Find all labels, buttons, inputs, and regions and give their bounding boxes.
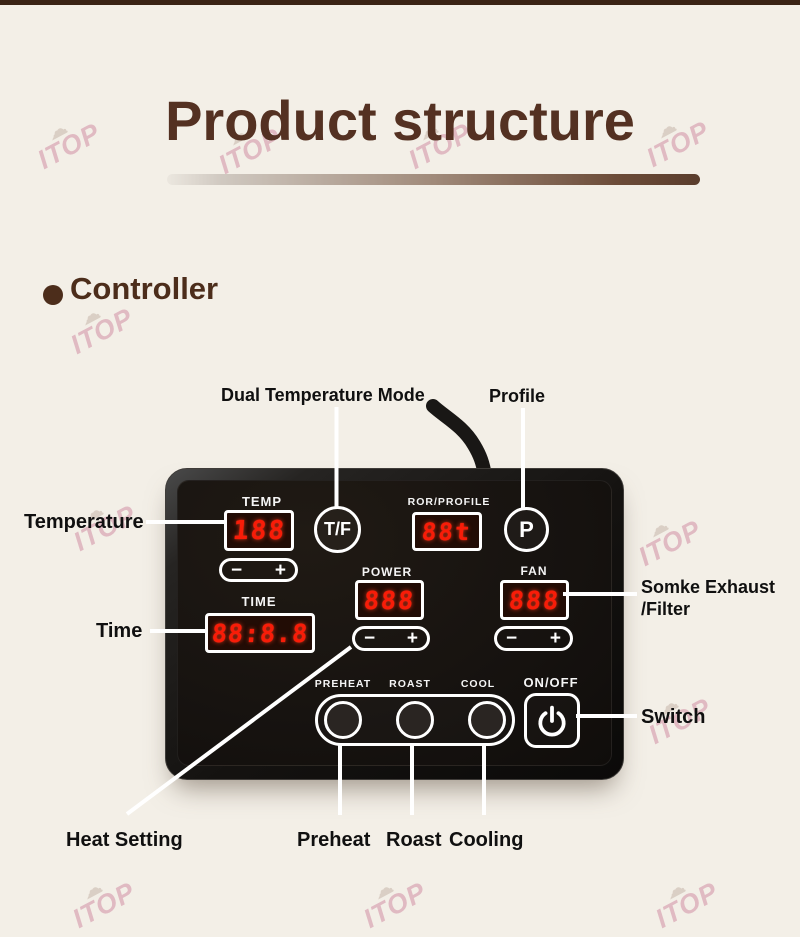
temp-display-value: 188 xyxy=(231,515,287,546)
itop-watermark: ☁ITOP xyxy=(643,861,724,935)
time-display-value: 88:8.8 xyxy=(210,618,310,648)
controller-panel-face: TEMP 188 T/F ROR/PROFILE 88t P − + POWER… xyxy=(177,480,612,766)
controller-panel: TEMP 188 T/F ROR/PROFILE 88t P − + POWER… xyxy=(165,468,624,780)
label-heat-setting: Heat Setting xyxy=(66,829,183,851)
itop-watermark: ☁ITOP xyxy=(60,861,141,935)
chef-hat-icon: ☁ xyxy=(644,513,673,543)
temp-adjust-pill: − + xyxy=(219,558,298,582)
chef-hat-icon: ☁ xyxy=(369,875,398,905)
power-icon xyxy=(538,705,566,736)
label-profile: Profile xyxy=(489,386,546,406)
section-title: Controller xyxy=(70,271,219,306)
temp-minus-button[interactable]: − xyxy=(231,559,243,581)
temp-label: TEMP xyxy=(241,494,283,509)
fan-minus-button[interactable]: − xyxy=(506,628,518,649)
time-display: 88:8.8 xyxy=(205,613,315,653)
tf-button[interactable]: T/F xyxy=(314,506,361,553)
preheat-label: PREHEAT xyxy=(314,678,372,690)
ror-profile-display-value: 88t xyxy=(421,517,473,546)
label-switch: Switch xyxy=(641,706,706,728)
ror-profile-display: 88t xyxy=(412,512,482,551)
label-cooling: Cooling xyxy=(449,829,524,851)
section-bullet xyxy=(43,285,63,305)
fan-plus-button[interactable]: + xyxy=(549,628,561,649)
page-title: Product structure xyxy=(165,89,635,152)
onoff-label: ON/OFF xyxy=(523,675,579,690)
cool-label: COOL xyxy=(460,678,496,690)
label-time: Time xyxy=(96,620,143,642)
label-smoke-exhaust-line2: /Filter xyxy=(641,599,691,619)
power-minus-button[interactable]: − xyxy=(364,628,376,649)
profile-button[interactable]: P xyxy=(504,507,549,552)
roast-label: ROAST xyxy=(389,678,431,690)
label-preheat: Preheat xyxy=(297,829,371,851)
power-display: 888 xyxy=(355,580,424,620)
power-adjust-pill: − + xyxy=(352,626,430,651)
itop-watermark: ☁ITOP xyxy=(351,861,432,935)
itop-watermark: ☁ITOP xyxy=(626,499,707,573)
preheat-button[interactable] xyxy=(324,701,362,739)
temp-display: 188 xyxy=(224,510,294,551)
title-underline xyxy=(167,174,700,185)
time-label: TIME xyxy=(241,594,277,609)
label-temperature: Temperature xyxy=(24,511,144,533)
ror-profile-label: ROR/PROFILE xyxy=(407,496,491,508)
temp-plus-button[interactable]: + xyxy=(274,559,286,581)
top-border-bar xyxy=(0,0,800,5)
roast-button[interactable] xyxy=(396,701,434,739)
chef-hat-icon: ☁ xyxy=(78,875,107,905)
fan-display: 888 xyxy=(500,580,569,620)
chef-hat-icon: ☁ xyxy=(661,875,690,905)
fan-display-value: 888 xyxy=(507,585,562,615)
label-smoke-exhaust-line1: Somke Exhaust xyxy=(641,577,776,597)
label-roast: Roast xyxy=(386,829,442,851)
onoff-button[interactable] xyxy=(524,693,580,748)
fan-adjust-pill: − + xyxy=(494,626,573,651)
power-display-value: 888 xyxy=(362,585,417,615)
cool-button[interactable] xyxy=(468,701,506,739)
power-plus-button[interactable]: + xyxy=(406,628,418,649)
label-smoke-exhaust-filter: Somke Exhaust /Filter xyxy=(641,576,791,620)
fan-label: FAN xyxy=(520,564,548,578)
label-dual-temperature-mode: Dual Temperature Mode xyxy=(221,385,425,405)
power-label: POWER xyxy=(361,565,413,579)
mode-button-group xyxy=(315,694,515,746)
